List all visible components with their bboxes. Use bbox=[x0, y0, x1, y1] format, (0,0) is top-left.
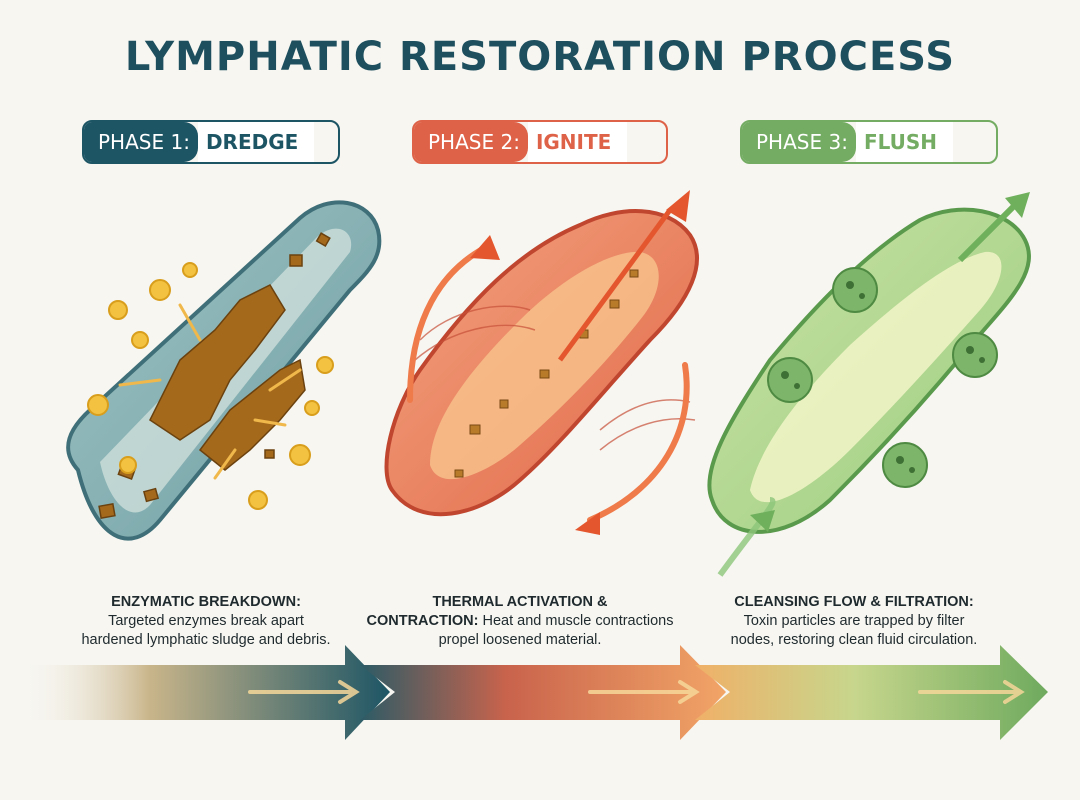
phase-3-caption-heading: CLEANSING FLOW & FILTRATION: bbox=[734, 594, 974, 610]
enzyme-particles bbox=[87, 262, 334, 510]
phase-1-caption-heading: ENZYMATIC BREAKDOWN: bbox=[111, 594, 301, 610]
flow-out-arrowhead bbox=[1005, 192, 1030, 218]
phase-1-caption: ENZYMATIC BREAKDOWN: Targeted enzymes br… bbox=[46, 593, 366, 650]
phase-1-vessel bbox=[66, 200, 382, 541]
phase-2-label: PHASE 2: IGNITE bbox=[412, 120, 668, 164]
page-title: LYMPHATIC RESTORATION PROCESS bbox=[124, 34, 956, 80]
flow-arrowheads bbox=[470, 190, 690, 535]
phase-2-vessel bbox=[384, 190, 699, 535]
flow-in-arrowhead bbox=[750, 510, 775, 532]
phase-2-caption: THERMAL ACTIVATION & CONTRACTION: Heat a… bbox=[360, 593, 680, 650]
phase-1-caption-body: Targeted enzymes break apart hardened ly… bbox=[81, 613, 331, 648]
phase-3-label: PHASE 3: FLUSH bbox=[740, 120, 998, 164]
trapped-toxins bbox=[781, 281, 985, 473]
upward-flow-arrow bbox=[557, 208, 673, 362]
progress-arrow-1 bbox=[20, 645, 390, 740]
phase-1-label: PHASE 1: DREDGE bbox=[82, 120, 340, 164]
progress-arrows bbox=[20, 645, 1048, 740]
flow-out-arrow bbox=[957, 202, 1018, 263]
progress-arrow-2 bbox=[360, 645, 726, 740]
sludge-debris bbox=[98, 232, 331, 519]
phase-3-vessel bbox=[707, 192, 1031, 577]
filter-nodes bbox=[767, 267, 998, 488]
loosened-debris bbox=[454, 269, 639, 478]
phase-2-caption-body: Heat and muscle contractions propel loos… bbox=[438, 613, 674, 648]
phase-1-name: DREDGE bbox=[197, 122, 315, 162]
phase-3-name: FLUSH bbox=[855, 122, 954, 162]
phase-2-name: IGNITE bbox=[527, 122, 628, 162]
progress-arrow-3 bbox=[695, 645, 1048, 740]
enzyme-arrows bbox=[118, 303, 302, 480]
phase-3-caption-body: Toxin particles are trapped by filter no… bbox=[730, 613, 978, 648]
phase-2-prefix: PHASE 2: bbox=[414, 122, 528, 162]
phase-1-prefix: PHASE 1: bbox=[84, 122, 198, 162]
phase-3-prefix: PHASE 3: bbox=[742, 122, 856, 162]
phase-2-caption-heading: THERMAL ACTIVATION & CONTRACTION: bbox=[366, 594, 608, 629]
phase-3-caption: CLEANSING FLOW & FILTRATION: Toxin parti… bbox=[694, 593, 1014, 650]
